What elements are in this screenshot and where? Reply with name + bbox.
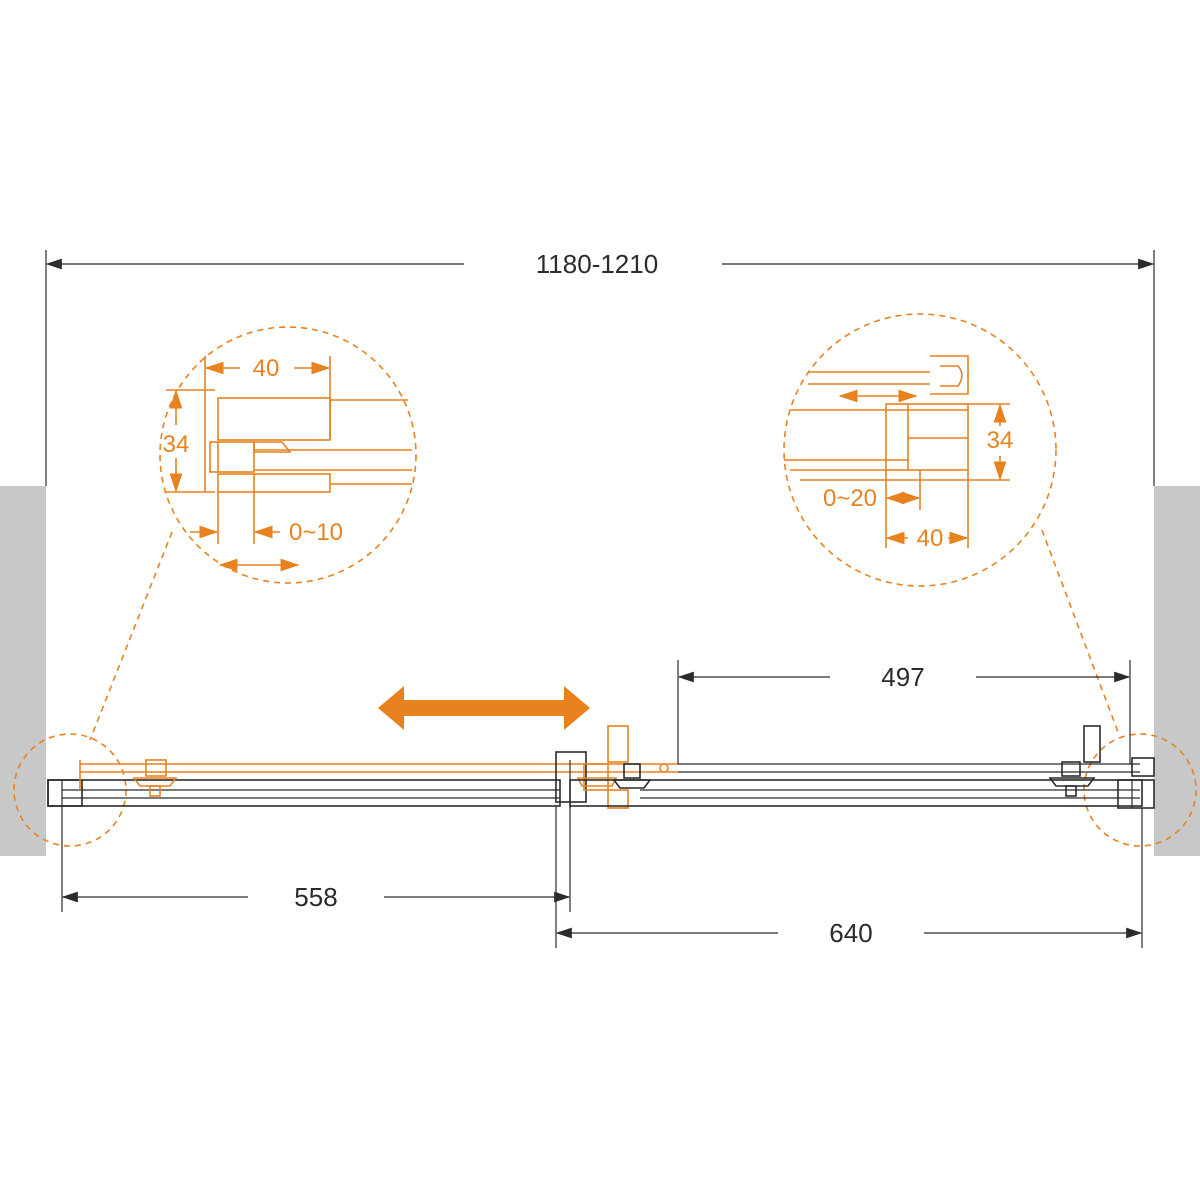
fixed-panel-dimension: 558 <box>61 806 571 912</box>
detail-left-depth-label: 34 <box>163 431 190 458</box>
right-wall <box>1154 486 1200 856</box>
sliding-door-width-label: 640 <box>829 918 872 948</box>
opening-width-label: 497 <box>881 662 924 692</box>
sliding-door-dimension: 640 <box>555 806 1143 948</box>
overall-width-label: 1180-1210 <box>536 249 658 279</box>
left-wall <box>0 486 46 856</box>
slide-direction-arrow <box>378 686 590 730</box>
door-plan <box>47 725 1155 809</box>
double-arrow-icon <box>378 686 590 730</box>
opening-width-dimension: 497 <box>677 660 1131 764</box>
detail-left: 40 34 0~10 <box>13 326 417 847</box>
detail-right-width-label: 40 <box>917 525 944 552</box>
fixed-panel-width-label: 558 <box>294 882 337 912</box>
detail-right-depth-label: 34 <box>987 427 1014 454</box>
detail-left-adjust-label: 0~10 <box>289 519 343 546</box>
overall-width-dimension: 1180-1210 <box>45 249 1155 486</box>
detail-left-width-label: 40 <box>253 355 280 382</box>
detail-right-adjust-label: 0~20 <box>823 485 877 512</box>
detail-right: 34 0~20 40 <box>783 313 1197 847</box>
